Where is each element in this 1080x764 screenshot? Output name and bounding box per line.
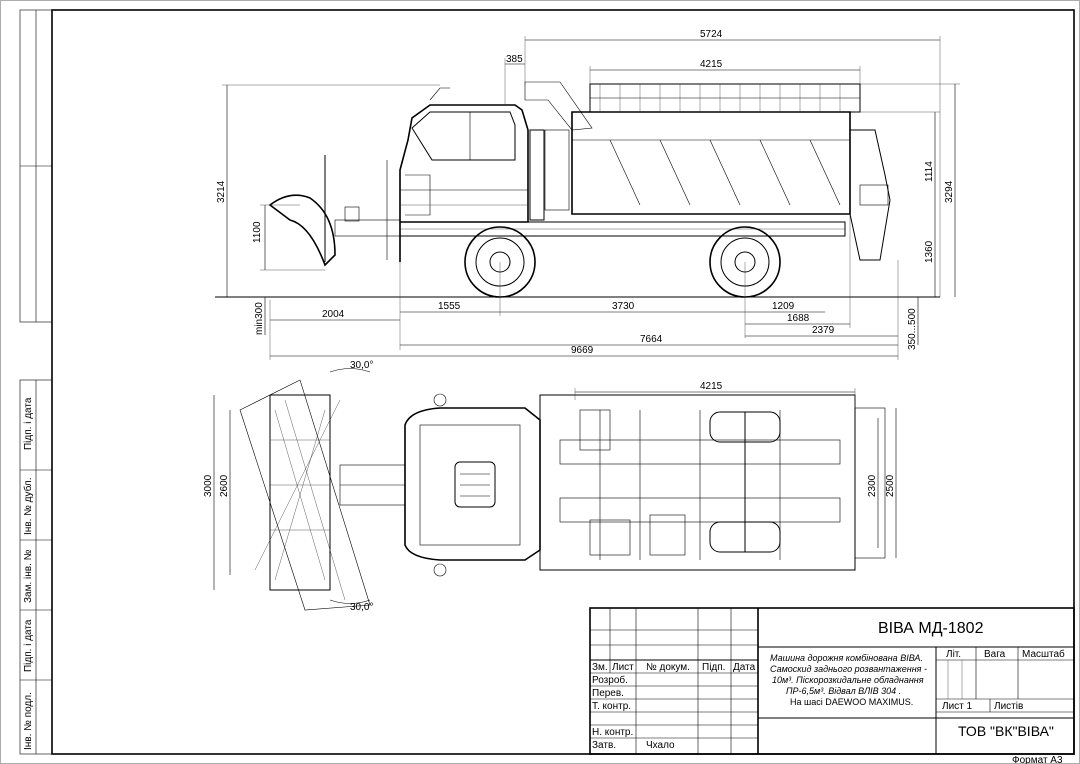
tb-lyst: Лист 1 xyxy=(942,701,973,712)
tb-row-tkontr: Т. контр. xyxy=(592,701,631,712)
top-angle-upper: 30,0° xyxy=(350,360,373,371)
stamp-inv-dubl: Інв. № дубл. xyxy=(22,477,34,535)
top-dim-4215: 4215 xyxy=(700,381,723,392)
tb-row-rozrob: Розроб. xyxy=(592,674,628,686)
dim-1360: 1360 xyxy=(924,240,935,263)
tb-lit: Літ. xyxy=(946,649,961,660)
tb-row-nkontr: Н. контр. xyxy=(592,727,633,738)
tb-row-zatv: Затв. xyxy=(592,740,616,751)
tb-col-lyst: Лист xyxy=(612,662,634,673)
top-view-drawing xyxy=(239,379,886,611)
tb-company: ТОВ "ВК"ВІВА" xyxy=(958,723,1054,739)
tb-desc-line-5: На шасі DAEWOO MAXIMUS. xyxy=(790,697,913,707)
stamp-pidp-data-1: Підп. і дата xyxy=(23,397,34,450)
tb-desc-line-1: Машина дорожня комбінована ВІВА. xyxy=(770,653,923,663)
tb-product-name: ВІВА МД-1802 xyxy=(878,620,984,637)
tb-desc-line-3: 10м³. Піскорозкидальне обладнання xyxy=(772,675,924,685)
dim-2379: 2379 xyxy=(812,325,835,336)
tb-col-data: Дата xyxy=(733,662,756,673)
top-view-dimensions: 4215 3000 2600 2300 2500 30,0° 30,0° xyxy=(203,360,897,613)
tb-col-dokum: № докум. xyxy=(646,662,690,673)
sheet-format: Формат А3 xyxy=(1012,755,1063,764)
tb-mashtab: Масштаб xyxy=(1022,648,1065,660)
dim-9669: 9669 xyxy=(571,345,594,356)
tb-zatv-name: Чхало xyxy=(646,740,675,751)
tb-desc-line-4: ПР-6,5м³. Відвал ВЛІВ 304 . xyxy=(786,686,901,696)
dim-385: 385 xyxy=(506,54,523,65)
dim-7664: 7664 xyxy=(640,334,663,345)
dim-3294: 3294 xyxy=(944,180,955,203)
top-dim-3000: 3000 xyxy=(203,474,214,497)
dim-3730: 3730 xyxy=(612,301,635,312)
tb-vaga: Вага xyxy=(984,649,1006,660)
dim-min300: min300 xyxy=(254,302,265,335)
top-dim-2500: 2500 xyxy=(885,474,896,497)
stamp-pidp-data-2: Підп. і дата xyxy=(23,619,34,672)
stamp-inv-podl: Інв. № подл. xyxy=(23,692,34,750)
tb-lystiv: Листів xyxy=(994,701,1023,712)
tb-col-pidp: Підп. xyxy=(702,662,725,673)
top-dim-2600: 2600 xyxy=(219,474,230,497)
top-dim-2300: 2300 xyxy=(867,474,878,497)
tb-desc-line-2: Самоскид заднього розвантаження - xyxy=(770,664,927,674)
dim-1688: 1688 xyxy=(787,313,810,324)
dim-1114: 1114 xyxy=(924,161,935,182)
side-view-dimensions: 5724 385 4215 3214 1100 1114 3294 1360 m… xyxy=(216,29,960,360)
dim-4215: 4215 xyxy=(700,59,723,70)
stamp-zam-inv: Зам. інв. № xyxy=(23,549,34,603)
side-view-drawing xyxy=(215,81,940,298)
dim-1555: 1555 xyxy=(438,301,461,312)
dim-2004: 2004 xyxy=(322,309,345,320)
dim-1209: 1209 xyxy=(772,301,795,312)
left-stamp-column: Підп. і дата Інв. № дубл. Зам. інв. № Пі… xyxy=(19,9,53,755)
dim-3214: 3214 xyxy=(216,180,227,203)
tb-col-zm: Зм. xyxy=(592,662,608,673)
title-block: Зм. Лист № докум. Підп. Дата Розроб. Пер… xyxy=(589,607,1075,755)
dim-350-500: 350...500 xyxy=(907,308,918,350)
sheet-border xyxy=(51,9,1075,755)
dim-1100: 1100 xyxy=(252,221,263,243)
top-angle-lower: 30,0° xyxy=(350,602,373,613)
dim-5724: 5724 xyxy=(700,29,723,40)
tb-row-perev: Перев. xyxy=(592,688,624,699)
